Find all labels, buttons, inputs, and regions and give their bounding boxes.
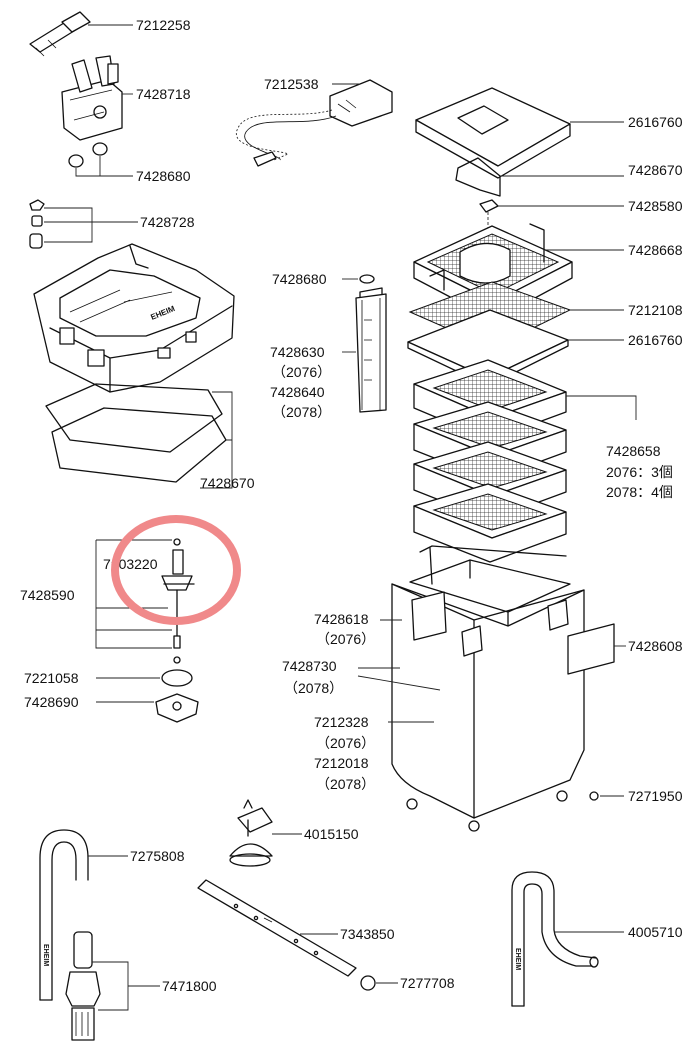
label-7212018-model: （2078） bbox=[316, 776, 375, 792]
label-7428618: 7428618 bbox=[314, 611, 369, 627]
label-4005710: 4005710 bbox=[628, 924, 683, 940]
part-4015150-suction-clip: 4015150 bbox=[229, 799, 359, 867]
part-pump-head: EHEIM bbox=[33, 243, 235, 393]
highlight-circle-7603220 bbox=[111, 515, 241, 625]
label-7428680-mid: 7428680 bbox=[272, 271, 327, 287]
part-4005710-outlet-pipe: EHEIM 4005710 bbox=[511, 871, 683, 1007]
callout-canister-labels: 7428618 （2076） 7428730 （2078） 7212328 （2… bbox=[282, 611, 441, 792]
label-7428640-model: （2078） bbox=[272, 404, 331, 420]
part-7428728-plugs: 7428728 bbox=[29, 199, 195, 249]
label-7428658-qty-2078: 2078：4個 bbox=[606, 484, 673, 500]
label-7212258: 7212258 bbox=[136, 17, 191, 33]
part-7271950-foot: 7271950 bbox=[589, 788, 683, 804]
part-7428680-o-ring-mid: 7428680 bbox=[272, 271, 375, 287]
part-canister-body bbox=[391, 583, 585, 832]
callout-7221058: 7221058 bbox=[24, 670, 160, 686]
label-7428618-model: （2076） bbox=[316, 631, 375, 647]
part-7275808-intake-pipe: EHEIM 7275808 bbox=[39, 829, 185, 1001]
label-7212538: 7212538 bbox=[264, 76, 319, 92]
label-7212328: 7212328 bbox=[314, 714, 369, 730]
label-7428608: 7428608 bbox=[628, 638, 683, 654]
label-7428728: 7428728 bbox=[140, 214, 195, 230]
label-7428658: 7428658 bbox=[606, 443, 661, 459]
label-7428670-right: 7428670 bbox=[628, 162, 683, 178]
callout-7428690: 7428690 bbox=[24, 694, 154, 710]
label-7212108: 7212108 bbox=[628, 302, 683, 318]
label-7271950: 7271950 bbox=[628, 788, 683, 804]
label-7428730-model: （2078） bbox=[284, 680, 343, 696]
label-7428718: 7428718 bbox=[136, 86, 191, 102]
part-2616760-lid: 2616760 bbox=[415, 87, 683, 179]
label-7212328-model: （2076） bbox=[316, 735, 375, 751]
label-7428630: 7428630 bbox=[270, 344, 325, 360]
part-7471800-strainer: 7471800 bbox=[65, 931, 217, 1041]
part-7428680-o-rings: 7428680 bbox=[68, 142, 191, 184]
part-7428618-inner-frame bbox=[409, 545, 571, 631]
label-7428590: 7428590 bbox=[20, 587, 75, 603]
callout-7428590: 7428590 bbox=[20, 539, 172, 649]
label-7428658-qty-2076: 2076：3個 bbox=[606, 464, 673, 480]
label-2616760-pad: 2616760 bbox=[628, 332, 683, 348]
part-7428670-gaskets-left: 7428670 bbox=[45, 383, 255, 491]
label-4015150: 4015150 bbox=[304, 826, 359, 842]
part-7428670-gasket-right: 7428670 bbox=[455, 157, 683, 197]
part-7428608-clip: 7428608 bbox=[567, 623, 683, 675]
part-7343850-spray-bar: 7343850 bbox=[197, 879, 395, 977]
label-2616760-lid: 2616760 bbox=[628, 114, 683, 130]
label-7277708: 7277708 bbox=[400, 975, 455, 991]
brand-logo-pipe: EHEIM bbox=[42, 944, 49, 966]
part-7428658-media-baskets: 7428658 2076：3個 2078：4個 bbox=[413, 359, 673, 563]
label-7428680-top: 7428680 bbox=[136, 168, 191, 184]
label-7428580: 7428580 bbox=[628, 198, 683, 214]
label-7428630-model: （2076） bbox=[272, 364, 331, 380]
label-7428670-left: 7428670 bbox=[200, 475, 255, 491]
part-7212538-tubing: 7212538 bbox=[235, 76, 393, 167]
label-7428690: 7428690 bbox=[24, 694, 79, 710]
label-7221058: 7221058 bbox=[24, 670, 79, 686]
part-7212258-connector: 7212258 bbox=[29, 11, 191, 57]
part-7428668-top-container: 7428668 bbox=[413, 223, 683, 321]
part-2616760-pad: 2616760 bbox=[407, 309, 683, 387]
label-7212018: 7212018 bbox=[314, 755, 369, 771]
basket-4 bbox=[413, 483, 567, 563]
label-7428730: 7428730 bbox=[282, 658, 337, 674]
label-7471800: 7471800 bbox=[162, 978, 217, 994]
label-7275808: 7275808 bbox=[130, 848, 185, 864]
label-7428640: 7428640 bbox=[270, 384, 325, 400]
part-7428630-riser-tube: 7428630 （2076） 7428640 （2078） bbox=[270, 287, 387, 420]
brand-logo-outlet: EHEIM bbox=[514, 948, 521, 970]
label-7343850: 7343850 bbox=[340, 926, 395, 942]
part-impeller-assembly bbox=[155, 538, 199, 723]
label-7428668: 7428668 bbox=[628, 242, 683, 258]
part-7428718-valve-block: 7428718 bbox=[61, 55, 191, 141]
part-7428580-plug: 7428580 bbox=[479, 198, 683, 274]
part-7277708-end-cap: 7277708 bbox=[360, 975, 455, 991]
